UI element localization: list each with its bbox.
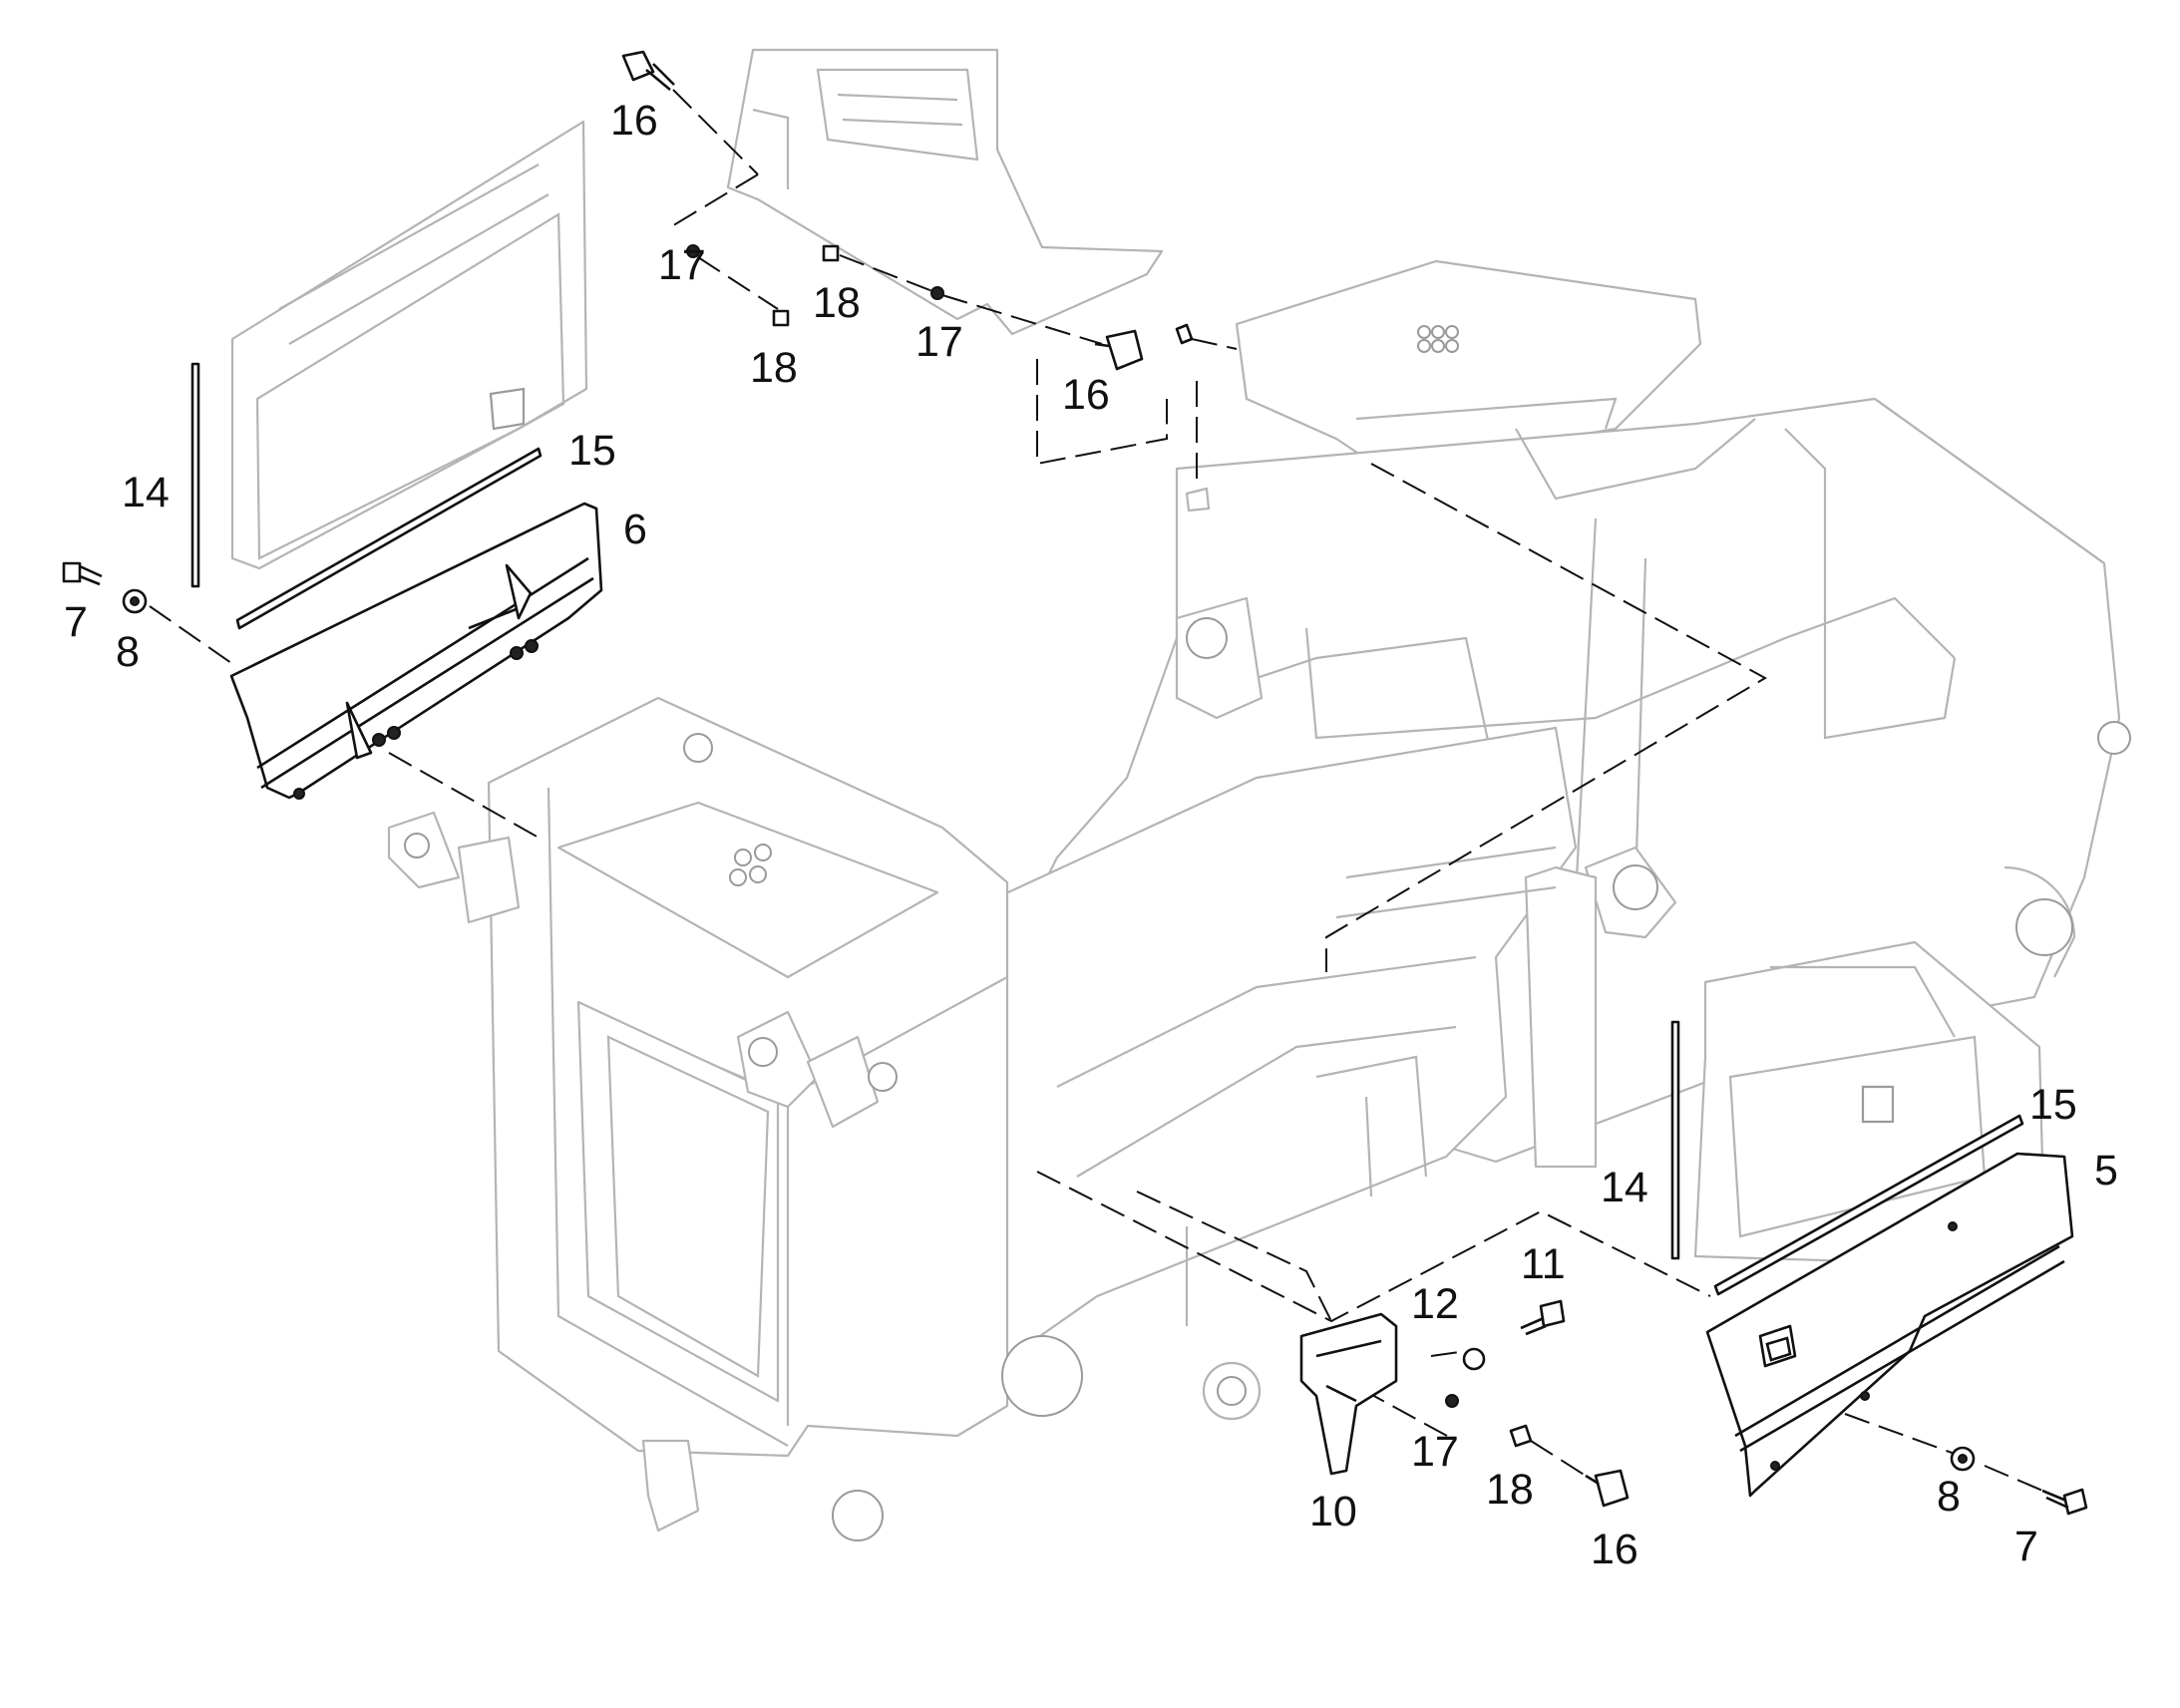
right-parts: [1299, 1020, 2088, 1516]
nut-18-bottom: [1509, 1424, 1533, 1448]
bolt-7-right: [2041, 1488, 2088, 1516]
left-parts: [62, 362, 603, 800]
washer-17-top-a: [686, 244, 700, 258]
left-door-ghost: [230, 120, 588, 570]
nut-18-top-a: [772, 309, 790, 327]
callout-label: 14: [122, 469, 170, 516]
callout-label: 14: [1601, 1164, 1648, 1211]
washer-8-left: [122, 588, 148, 614]
knob-16-top: [621, 50, 675, 91]
seal-strip-14-right: [1670, 1020, 1680, 1260]
bracket-10: [1299, 1312, 1398, 1476]
callout-label: 17: [1411, 1428, 1459, 1476]
washer-17-top-b: [930, 286, 944, 300]
callout-label: 8: [116, 628, 140, 676]
seal-strip-14-left: [190, 362, 200, 588]
assembly-leaders: [388, 463, 2055, 1497]
seal-strip-15-right: [1713, 1114, 2024, 1296]
callout-label: 15: [568, 427, 616, 475]
callout-label: 7: [64, 598, 88, 646]
callout-label: 10: [1309, 1488, 1357, 1536]
washer-17-bottom: [1445, 1394, 1459, 1408]
deck-bolt-cluster: [1417, 325, 1459, 353]
callout-label: 11: [1521, 1240, 1566, 1288]
top-hardware: [621, 50, 1238, 512]
callout-label: 18: [750, 344, 798, 392]
callout-label: 16: [1591, 1526, 1638, 1573]
callout-label: 12: [1411, 1280, 1459, 1328]
callout-label: 16: [1062, 371, 1110, 419]
callout-labels: 16 17 18 18 17 16 14 15 6 7 8 15 5 14 11…: [64, 97, 2118, 1573]
callout-label: 6: [623, 506, 647, 553]
seal-strip-15-left: [235, 447, 543, 630]
callout-label: 7: [2014, 1523, 2038, 1570]
callout-label: 8: [1937, 1473, 1961, 1521]
callout-label: 18: [813, 279, 861, 327]
callout-label: 5: [2094, 1147, 2118, 1195]
washer-12: [1462, 1347, 1486, 1371]
knob-16-bottom: [1585, 1469, 1630, 1508]
box-bolt-cluster: [729, 844, 772, 886]
callout-label: 16: [610, 97, 658, 145]
callout-label: 18: [1486, 1466, 1534, 1514]
washer-8-right: [1950, 1446, 1976, 1472]
bolt-7-left: [62, 561, 103, 586]
callout-label: 17: [658, 241, 706, 289]
machine-frame: [387, 48, 2131, 1541]
knob-16-mid: [1094, 329, 1144, 371]
callout-label: 15: [2029, 1081, 2077, 1129]
callout-label: 17: [915, 318, 963, 366]
nut-18-top-b: [822, 244, 840, 262]
side-panel-5: [1705, 1152, 2074, 1498]
bolt-11: [1520, 1299, 1566, 1336]
